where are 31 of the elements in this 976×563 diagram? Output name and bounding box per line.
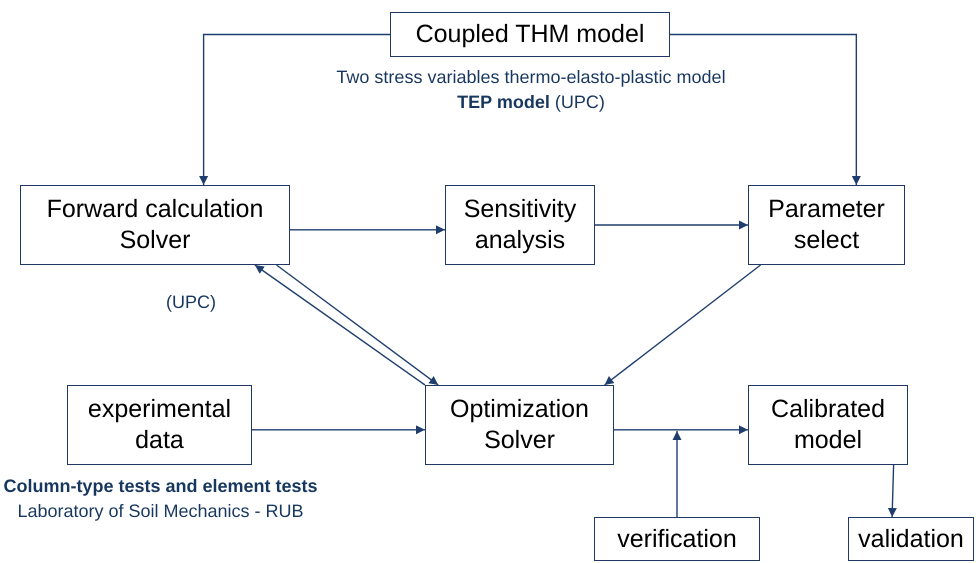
arrow xyxy=(199,34,390,185)
arrow xyxy=(888,464,897,518)
process-box xyxy=(425,385,614,465)
node-label: Sensitivity analysis xyxy=(462,194,578,256)
node-label: Coupled THM model xyxy=(416,19,644,50)
annotation-text: Laboratory of Soil Mechanics - RUB xyxy=(16,500,305,523)
process-box xyxy=(848,517,974,561)
arrow xyxy=(595,220,748,230)
annotation-text: Two stress variables thermo-elasto-plastic model xyxy=(335,66,727,89)
node-label: experimental data xyxy=(86,394,232,456)
process-box xyxy=(748,185,905,265)
node-label: Optimization Solver xyxy=(449,394,590,456)
arrow xyxy=(290,225,445,234)
arrow xyxy=(604,264,761,386)
arrow xyxy=(254,264,426,386)
annotation-text: TEP model (UPC) xyxy=(456,91,606,114)
arrow xyxy=(252,425,425,434)
node-label: validation xyxy=(858,524,964,554)
node-label: Parameter select xyxy=(767,194,886,256)
arrow xyxy=(276,264,439,386)
annotation-text: (UPC) xyxy=(165,291,217,314)
node-label: verification xyxy=(617,524,737,554)
arrow xyxy=(614,425,748,434)
process-box xyxy=(748,385,908,465)
node-label: Calibrated model xyxy=(770,394,886,456)
node-label: Forward calculation Solver xyxy=(46,194,264,256)
arrow xyxy=(672,431,682,517)
annotation-text: Column-type tests and element tests xyxy=(2,475,319,498)
process-box xyxy=(445,185,595,265)
arrow xyxy=(670,34,861,185)
process-box xyxy=(594,517,760,561)
